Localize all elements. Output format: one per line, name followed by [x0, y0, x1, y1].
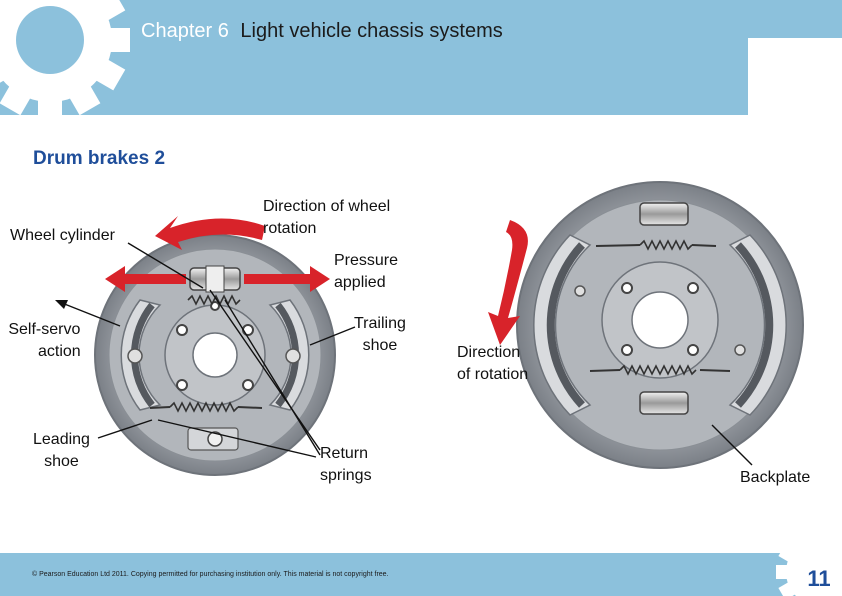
right-brake-assembly [516, 181, 804, 469]
leader-lines-left [55, 242, 356, 458]
label-direction-of-rotation-line1: Direction [457, 344, 521, 361]
label-self-servo-line1: Self-servo [8, 321, 81, 338]
label-trailing-shoe: Trailing shoe [354, 313, 406, 357]
chapter-number: Chapter 6 [141, 20, 229, 42]
chapter-title: Chapter 6 Light vehicle chassis systems [141, 20, 503, 43]
label-leading-shoe-line2: shoe [44, 453, 79, 470]
gear-decoration-bottom-icon [776, 528, 842, 596]
footer-band [0, 553, 842, 596]
label-direction-of-rotation-line2: of rotation [457, 366, 529, 383]
label-return-springs: Return springs [320, 443, 372, 487]
label-return-springs-line2: springs [320, 467, 372, 484]
label-self-servo-action: Self-servo action [8, 319, 81, 363]
slide-title: Drum brakes 2 [33, 148, 166, 169]
chapter-name: Light vehicle chassis systems [240, 20, 503, 42]
gear-decoration-icon [0, 0, 130, 120]
rotation-arrow-right [488, 220, 528, 345]
footer-copyright: © Pearson Education Ltd 2011. Copying pe… [32, 571, 389, 578]
pressure-arrows [105, 266, 330, 292]
label-trailing-shoe-line1: Trailing [354, 315, 406, 332]
label-pressure-applied-line2: applied [334, 274, 386, 291]
header-notch [748, 38, 842, 115]
label-pressure-applied: Pressure applied [334, 250, 398, 294]
left-brake-assembly [94, 234, 336, 476]
label-self-servo-line2: action [38, 343, 81, 360]
header-band [0, 0, 842, 115]
label-wheel-cylinder: Wheel cylinder [10, 227, 115, 244]
label-return-springs-line1: Return [320, 445, 369, 462]
rotation-arrow-left [155, 216, 265, 250]
leader-lines-right [711, 424, 753, 466]
label-trailing-shoe-line2: shoe [362, 337, 398, 354]
label-leading-shoe: Leading shoe [33, 429, 90, 473]
label-direction-of-rotation: Direction of rotation [457, 342, 528, 386]
label-backplate: Backplate [740, 469, 811, 486]
label-direction-of-wheel-rotation-line1: Direction of wheel [263, 198, 391, 215]
label-direction-of-wheel-rotation-line2: rotation [263, 220, 317, 237]
page-number: 11 [807, 566, 831, 591]
label-leading-shoe-line1: Leading [33, 431, 90, 448]
label-pressure-applied-line1: Pressure [334, 252, 399, 269]
label-direction-of-wheel-rotation: Direction of wheel rotation [263, 196, 390, 240]
